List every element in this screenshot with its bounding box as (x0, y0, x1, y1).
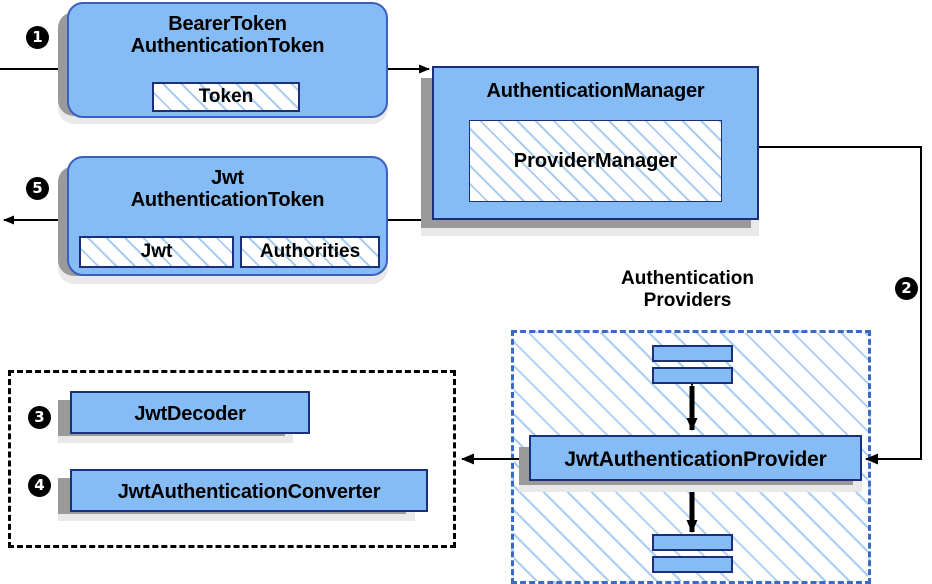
step-marker-1: 1 (26, 26, 49, 49)
authentication-providers-label: Authentication Providers (580, 268, 795, 311)
step-marker-4: 4 (28, 474, 51, 497)
jwt-authentication-converter-title: JwtAuthenticationConverter (117, 481, 381, 503)
authentication-manager-title: AuthenticationManager (486, 80, 705, 102)
jwt-token-title: Jwt AuthenticationToken (69, 167, 386, 212)
provider-stub-bar-bottom-2 (652, 556, 733, 573)
bearer-token-title-line2: AuthenticationToken (130, 35, 325, 58)
bearer-token-slot-token: Token (152, 82, 300, 112)
bearer-token-title: BearerToken AuthenticationToken (69, 13, 386, 58)
jwt-token-slot-jwt: Jwt (79, 236, 234, 268)
jwt-token-title-line2: AuthenticationToken (130, 189, 325, 212)
providers-label-line2: Providers (643, 289, 732, 311)
provider-stub-bar-top-1 (652, 345, 733, 362)
bearer-token-authentication-token-node[interactable]: BearerToken AuthenticationToken Token (67, 2, 388, 118)
jwt-authentication-provider-title: JwtAuthenticationProvider (564, 448, 827, 471)
authentication-manager-node[interactable]: AuthenticationManager ProviderManager (432, 66, 759, 220)
authentication-manager-slot-provider-manager: ProviderManager (469, 120, 722, 202)
jwt-authentication-token-node[interactable]: Jwt AuthenticationToken Jwt Authorities (67, 156, 388, 276)
provider-stub-bar-top-2 (652, 367, 733, 384)
provider-stub-bar-bottom-1 (652, 534, 733, 551)
providers-label-line1: Authentication (621, 268, 754, 289)
step-marker-5: 5 (26, 177, 49, 200)
jwt-authentication-provider-node[interactable]: JwtAuthenticationProvider (529, 435, 862, 481)
jwt-token-title-line1: Jwt (211, 167, 244, 189)
step-marker-3: 3 (28, 406, 51, 429)
bearer-token-title-line1: BearerToken (168, 13, 287, 35)
jwt-decoder-title: JwtDecoder (134, 403, 246, 425)
jwt-token-slot-authorities: Authorities (240, 236, 380, 268)
jwt-authentication-converter-node[interactable]: JwtAuthenticationConverter (70, 469, 428, 512)
jwt-decoder-node[interactable]: JwtDecoder (70, 391, 310, 434)
step-marker-2: 2 (895, 277, 918, 300)
